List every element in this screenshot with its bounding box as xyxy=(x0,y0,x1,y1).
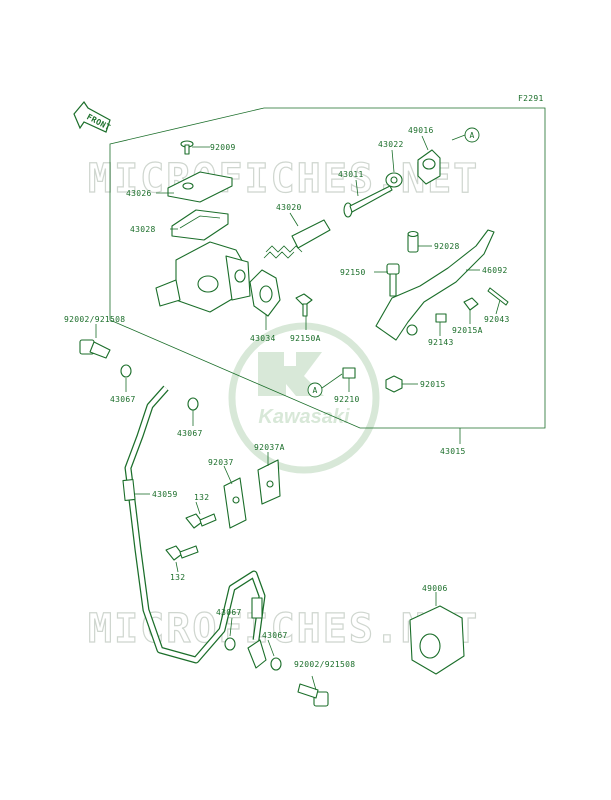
screw-92009 xyxy=(180,140,194,155)
label-43034: 43034 xyxy=(250,334,276,343)
figure-code: F2291 xyxy=(518,94,544,103)
diaphragm xyxy=(171,209,229,241)
part-labels: 92009 43026 43028 43020 43011 43022 4901… xyxy=(64,126,510,669)
banjo-bolt-top xyxy=(79,339,111,359)
washer-d xyxy=(270,657,282,671)
brake-lever xyxy=(375,229,495,341)
label-43059: 43059 xyxy=(152,490,178,499)
bolt-132-a xyxy=(185,513,217,529)
washer-b xyxy=(187,397,199,411)
ref-marker-a-top: A xyxy=(464,127,480,143)
reservoir-cap xyxy=(167,171,233,203)
clamp-43034 xyxy=(249,269,281,317)
label-43020: 43020 xyxy=(276,203,302,212)
assembly-boundary xyxy=(109,107,546,429)
bolt-92150A xyxy=(295,293,313,317)
logo-text: Kawasaki xyxy=(258,406,350,428)
leader-ref-a xyxy=(321,373,343,389)
cover-49016 xyxy=(417,149,441,185)
brake-hose xyxy=(122,385,267,669)
label-43067-c: 43067 xyxy=(216,608,242,617)
label-92002-bottom: 92002/921508 xyxy=(294,660,355,669)
svg-text:A: A xyxy=(313,386,318,395)
bolt-92150 xyxy=(386,263,400,297)
kawasaki-logo: Kawasaki xyxy=(228,322,380,474)
label-43028: 43028 xyxy=(130,225,156,234)
watermark-top: MICROFICHES.NET xyxy=(88,156,479,202)
label-43022: 43022 xyxy=(378,140,404,149)
label-92002-top: 92002/921508 xyxy=(64,315,125,324)
label-92015: 92015 xyxy=(420,380,446,389)
part-92210 xyxy=(342,367,356,379)
front-arrow-icon: FRONT xyxy=(73,100,112,133)
switch-49006 xyxy=(409,605,465,675)
label-92150A: 92150A xyxy=(290,334,321,343)
washer-a xyxy=(120,364,132,378)
nut-92015 xyxy=(385,375,403,393)
label-92009: 92009 xyxy=(210,143,236,152)
label-92143: 92143 xyxy=(428,338,454,347)
master-cylinder-body xyxy=(155,241,251,313)
label-43067-b: 43067 xyxy=(177,429,203,438)
washer-c xyxy=(224,637,236,651)
label-92043: 92043 xyxy=(484,315,510,324)
label-49006: 49006 xyxy=(422,584,448,593)
svg-text:A: A xyxy=(470,131,475,140)
label-132-a: 132 xyxy=(194,493,209,502)
label-43067-d: 43067 xyxy=(262,631,288,640)
label-132-b: 132 xyxy=(170,573,185,582)
label-92210: 92210 xyxy=(334,395,360,404)
label-43015: 43015 xyxy=(440,447,466,456)
pin-92043 xyxy=(487,287,509,306)
label-92037: 92037 xyxy=(208,458,234,467)
bolt-132-b xyxy=(165,545,199,561)
piston-spring xyxy=(263,219,331,259)
hose-clamp xyxy=(223,459,281,529)
ref-marker-a-bottom: A xyxy=(307,382,323,398)
dust-boot xyxy=(385,172,403,188)
banjo-bolt-bottom xyxy=(297,683,329,707)
label-46092: 46092 xyxy=(482,266,508,275)
label-43011: 43011 xyxy=(338,170,364,179)
label-92028: 92028 xyxy=(434,242,460,251)
leader-lines xyxy=(95,134,501,691)
label-92150: 92150 xyxy=(340,268,366,277)
label-43026: 43026 xyxy=(126,189,152,198)
label-49016: 49016 xyxy=(408,126,434,135)
nut-92015A xyxy=(463,297,479,311)
collar-92143 xyxy=(435,313,447,323)
label-92037A: 92037A xyxy=(254,443,285,452)
pushrod xyxy=(343,185,393,218)
label-43067-a: 43067 xyxy=(110,395,136,404)
bushing-92028 xyxy=(407,230,419,253)
label-92015A: 92015A xyxy=(452,326,483,335)
